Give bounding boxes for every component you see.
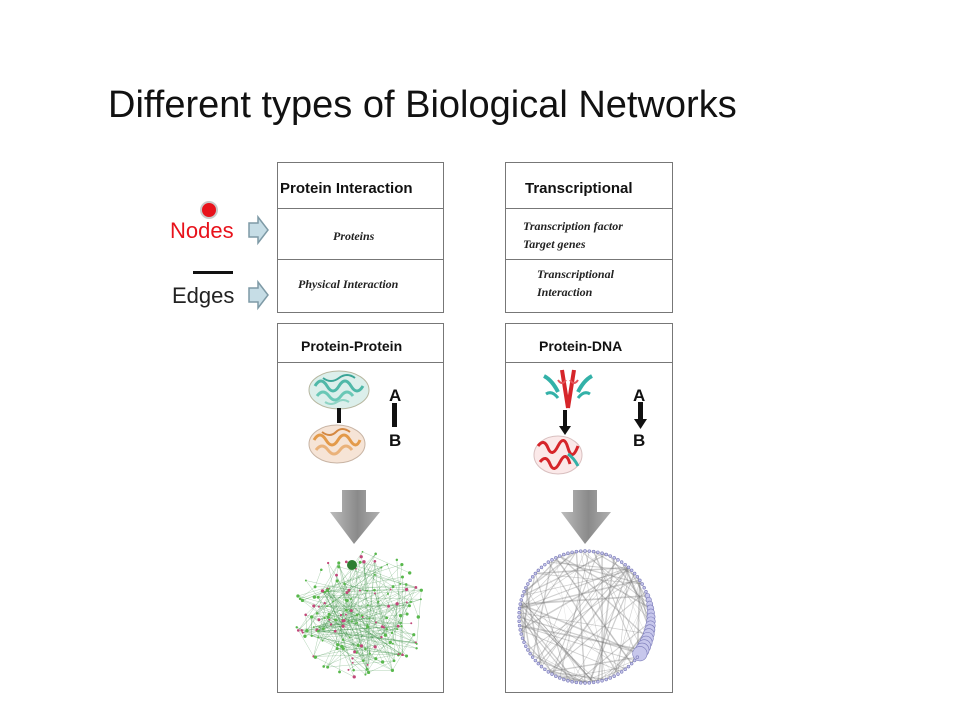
protein-protein-header: Protein-Protein bbox=[301, 338, 403, 354]
protein-interaction-header: Protein Interaction bbox=[280, 180, 413, 197]
row-divider bbox=[278, 208, 443, 209]
edges-description-line1: Transcriptional bbox=[537, 267, 614, 281]
down-arrow-icon bbox=[561, 490, 611, 544]
nodes-description-line2: Target genes bbox=[523, 237, 586, 251]
nodes-description-line1: Transcription factor bbox=[523, 219, 623, 233]
down-arrow-icon bbox=[330, 490, 380, 544]
edge-line-icon bbox=[193, 271, 233, 274]
protein-interaction-network-image bbox=[295, 550, 423, 679]
target-gene-structure-icon bbox=[533, 435, 583, 475]
header-divider bbox=[506, 362, 672, 363]
node-a-label: A bbox=[633, 386, 646, 405]
ab-edge-line bbox=[392, 403, 397, 427]
node-dot-icon bbox=[200, 201, 218, 219]
protein-edge-line bbox=[337, 408, 341, 423]
edges-description: Physical Interaction bbox=[298, 277, 399, 291]
nodes-label: Nodes bbox=[170, 218, 234, 243]
transcription-factor-structure-icon bbox=[543, 369, 593, 409]
edges-arrow-icon bbox=[248, 279, 269, 311]
protein-dna-header: Protein-DNA bbox=[539, 338, 623, 354]
edges-description-line2: Interaction bbox=[537, 285, 593, 299]
transcriptional-network-image bbox=[517, 549, 656, 685]
nodes-description: Proteins bbox=[333, 229, 375, 243]
protein-interaction-table: Protein Interaction Proteins Physical In… bbox=[277, 162, 444, 313]
row-divider bbox=[506, 259, 672, 260]
transcriptional-table: Transcriptional Transcription factor Tar… bbox=[505, 162, 673, 313]
directed-edge-arrow bbox=[559, 410, 571, 435]
row-divider bbox=[278, 259, 443, 260]
transcriptional-header: Transcriptional bbox=[525, 180, 633, 197]
nodes-arrow-icon bbox=[248, 214, 269, 246]
protein-b-structure-icon bbox=[308, 424, 366, 464]
protein-a-structure-icon bbox=[308, 370, 370, 410]
row-divider bbox=[506, 208, 672, 209]
page-title: Different types of Biological Networks bbox=[108, 84, 737, 126]
edges-label: Edges bbox=[172, 283, 235, 308]
node-b-label: B bbox=[633, 431, 646, 450]
header-divider bbox=[278, 362, 443, 363]
node-b-label: B bbox=[389, 431, 402, 450]
legend: Nodes Edges bbox=[160, 195, 275, 315]
node-a-label: A bbox=[389, 386, 402, 405]
ab-directed-edge-arrow bbox=[634, 402, 647, 429]
